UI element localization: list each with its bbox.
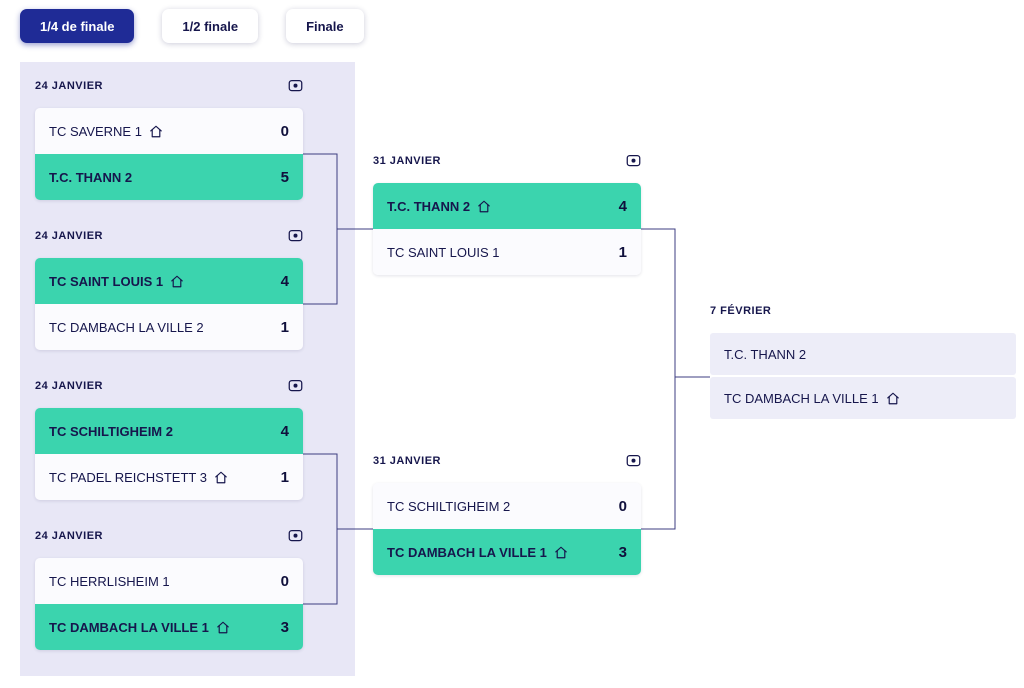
team-row[interactable]: T.C. THANN 2 5 — [35, 154, 303, 200]
team-name: T.C. THANN 2 — [49, 169, 133, 185]
team-name: TC SAINT LOUIS 1 — [387, 244, 500, 260]
team-row[interactable]: T.C. THANN 2 4 — [373, 183, 641, 229]
match-card: 24 JANVIER TC SCHILTIGHEIM 2 4 TC PADEL … — [35, 378, 303, 500]
team-name: TC DAMBACH LA VILLE 1 — [49, 619, 209, 635]
team-row[interactable]: TC SCHILTIGHEIM 2 0 — [373, 483, 641, 529]
team-row[interactable]: TC DAMBACH LA VILLE 1 3 — [35, 604, 303, 650]
team-row[interactable]: TC SAVERNE 1 0 — [35, 108, 303, 154]
camera-icon[interactable] — [288, 528, 303, 542]
round-tabs: 1/4 de finale 1/2 finale Finale — [20, 9, 364, 43]
camera-icon[interactable] — [288, 78, 303, 92]
team-score: 0 — [280, 122, 289, 140]
match-rows: TC SCHILTIGHEIM 2 4 TC PADEL REICHSTETT … — [35, 408, 303, 500]
team-row[interactable]: TC SCHILTIGHEIM 2 4 — [35, 408, 303, 454]
match-date: 31 JANVIER — [373, 155, 441, 167]
team-score: 4 — [280, 422, 289, 440]
team-score: 0 — [280, 572, 289, 590]
team-name: TC SCHILTIGHEIM 2 — [49, 423, 173, 439]
team-score: 1 — [280, 318, 289, 336]
home-icon — [216, 621, 230, 634]
team-row[interactable]: TC DAMBACH LA VILLE 1 — [710, 377, 1016, 419]
team-row[interactable]: TC HERRLISHEIM 1 0 — [35, 558, 303, 604]
match-date: 24 JANVIER — [35, 80, 103, 92]
match-header: 7 FÉVRIER — [710, 303, 1016, 333]
team-row[interactable]: TC DAMBACH LA VILLE 2 1 — [35, 304, 303, 350]
match-date: 7 FÉVRIER — [710, 305, 772, 317]
match-header: 31 JANVIER — [373, 153, 641, 183]
match-card: 24 JANVIER TC SAINT LOUIS 1 4 TC DAMBACH… — [35, 228, 303, 350]
team-score: 3 — [618, 543, 627, 561]
home-icon — [170, 275, 184, 288]
match-rows: T.C. THANN 2 4 TC SAINT LOUIS 1 1 — [373, 183, 641, 275]
team-score: 5 — [280, 168, 289, 186]
tab-semifinals[interactable]: 1/2 finale — [162, 9, 259, 43]
match-date: 24 JANVIER — [35, 530, 103, 542]
home-icon — [886, 392, 900, 405]
team-name: TC SAVERNE 1 — [49, 123, 142, 139]
home-icon — [149, 125, 163, 138]
team-score: 1 — [618, 243, 627, 261]
team-name: TC SAINT LOUIS 1 — [49, 273, 164, 289]
team-row[interactable]: T.C. THANN 2 — [710, 333, 1016, 375]
match-date: 24 JANVIER — [35, 230, 103, 242]
tab-quarterfinals[interactable]: 1/4 de finale — [20, 9, 135, 43]
match-rows: TC SAVERNE 1 0 T.C. THANN 2 5 — [35, 108, 303, 200]
match-header: 24 JANVIER — [35, 78, 303, 108]
match-card: 31 JANVIER TC SCHILTIGHEIM 2 0 TC DAMBAC… — [373, 453, 641, 575]
team-score: 3 — [280, 618, 289, 636]
team-score: 1 — [280, 468, 289, 486]
team-score: 4 — [618, 197, 627, 215]
team-name: TC DAMBACH LA VILLE 1 — [387, 544, 547, 560]
team-row[interactable]: TC DAMBACH LA VILLE 1 3 — [373, 529, 641, 575]
match-rows: T.C. THANN 2 TC DAMBACH LA VILLE 1 — [710, 333, 1016, 419]
team-name: TC DAMBACH LA VILLE 1 — [724, 390, 879, 406]
match-date: 24 JANVIER — [35, 380, 103, 392]
team-score: 0 — [618, 497, 627, 515]
team-name: TC HERRLISHEIM 1 — [49, 573, 170, 589]
team-name: TC SCHILTIGHEIM 2 — [387, 498, 511, 514]
team-row[interactable]: TC PADEL REICHSTETT 3 1 — [35, 454, 303, 500]
team-name: TC PADEL REICHSTETT 3 — [49, 469, 207, 485]
match-card: 24 JANVIER TC HERRLISHEIM 1 0 TC DAMBACH… — [35, 528, 303, 650]
match-rows: TC SCHILTIGHEIM 2 0 TC DAMBACH LA VILLE … — [373, 483, 641, 575]
team-row[interactable]: TC SAINT LOUIS 1 4 — [35, 258, 303, 304]
match-rows: TC HERRLISHEIM 1 0 TC DAMBACH LA VILLE 1… — [35, 558, 303, 650]
home-icon — [554, 546, 568, 559]
team-row[interactable]: TC SAINT LOUIS 1 1 — [373, 229, 641, 275]
match-header: 24 JANVIER — [35, 228, 303, 258]
match-card: 31 JANVIER T.C. THANN 2 4 TC SAINT LOUIS… — [373, 153, 641, 275]
home-icon — [477, 200, 491, 213]
final-card: 7 FÉVRIER T.C. THANN 2 TC DAMBACH LA VIL… — [710, 303, 1016, 421]
team-score: 4 — [280, 272, 289, 290]
match-header: 24 JANVIER — [35, 528, 303, 558]
match-rows: TC SAINT LOUIS 1 4 TC DAMBACH LA VILLE 2… — [35, 258, 303, 350]
tab-final[interactable]: Finale — [286, 9, 364, 43]
team-name: T.C. THANN 2 — [724, 346, 807, 362]
team-name: TC DAMBACH LA VILLE 2 — [49, 319, 204, 335]
camera-icon[interactable] — [288, 378, 303, 392]
home-icon — [214, 471, 228, 484]
match-card: 24 JANVIER TC SAVERNE 1 0 T.C. THANN 2 5 — [35, 78, 303, 200]
team-name: T.C. THANN 2 — [387, 198, 471, 214]
camera-icon[interactable] — [288, 228, 303, 242]
camera-icon[interactable] — [626, 153, 641, 167]
match-header: 24 JANVIER — [35, 378, 303, 408]
camera-icon[interactable] — [626, 453, 641, 467]
match-date: 31 JANVIER — [373, 455, 441, 467]
match-header: 31 JANVIER — [373, 453, 641, 483]
